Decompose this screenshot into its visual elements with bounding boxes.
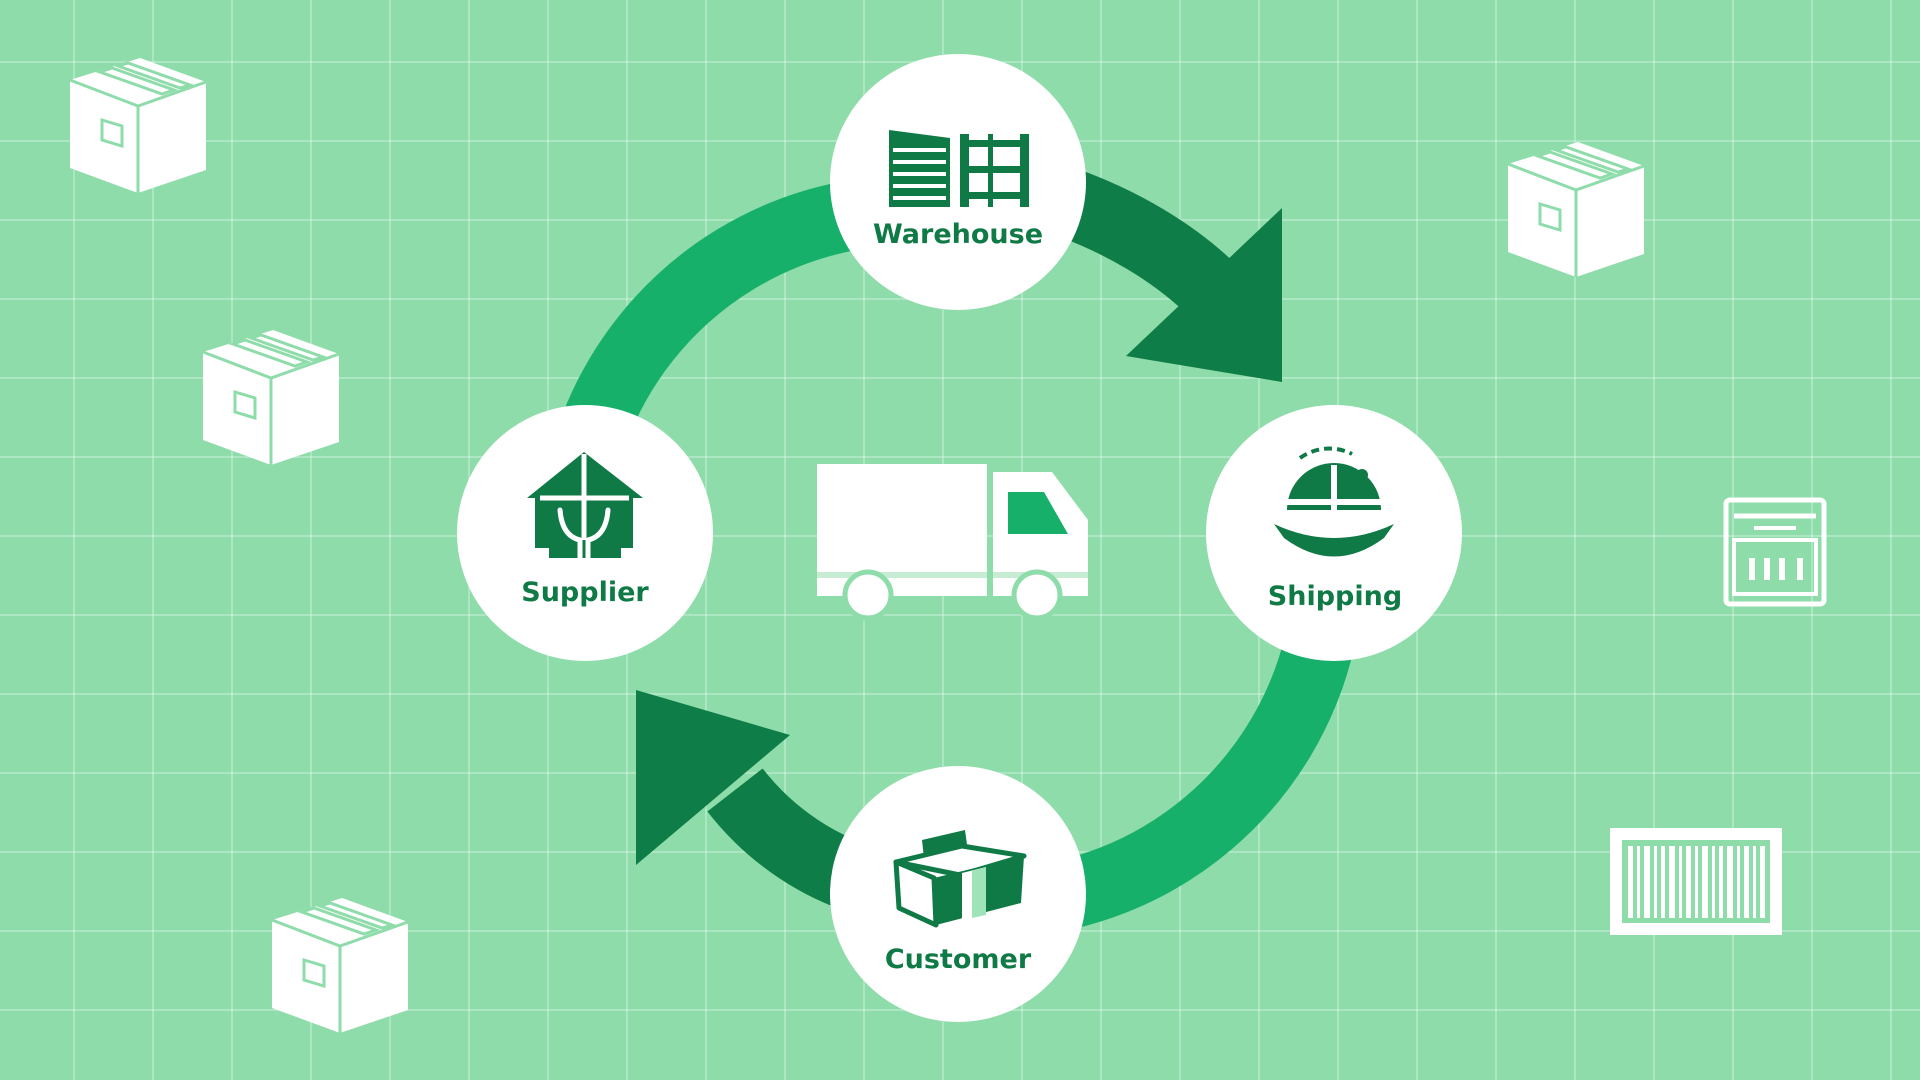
node-supplier-label: Supplier [521, 577, 649, 608]
package-box-icon [270, 896, 410, 1035]
supplier-house-icon [527, 452, 643, 561]
open-box-icon [893, 830, 1027, 928]
node-customer: Customer [830, 766, 1086, 1022]
arrowhead-to-supplier [636, 690, 790, 865]
node-shipping: Shipping [1206, 405, 1462, 661]
warehouse-shelves-icon [889, 130, 1029, 207]
package-box-icon [1506, 140, 1646, 279]
cargo-ship-globe-icon [1274, 446, 1394, 557]
package-box-icon [68, 56, 208, 195]
node-warehouse-label: Warehouse [873, 219, 1043, 250]
node-customer-label: Customer [885, 944, 1032, 975]
arrowhead-to-shipping [1126, 208, 1282, 382]
node-shipping-label: Shipping [1268, 581, 1402, 612]
delivery-truck-icon [817, 464, 1088, 621]
node-warehouse: Warehouse [830, 54, 1086, 310]
barcode-icon [1610, 828, 1782, 935]
node-supplier: Supplier [457, 405, 713, 661]
package-box-icon [201, 328, 341, 467]
shipping-label-icon [1723, 497, 1827, 607]
